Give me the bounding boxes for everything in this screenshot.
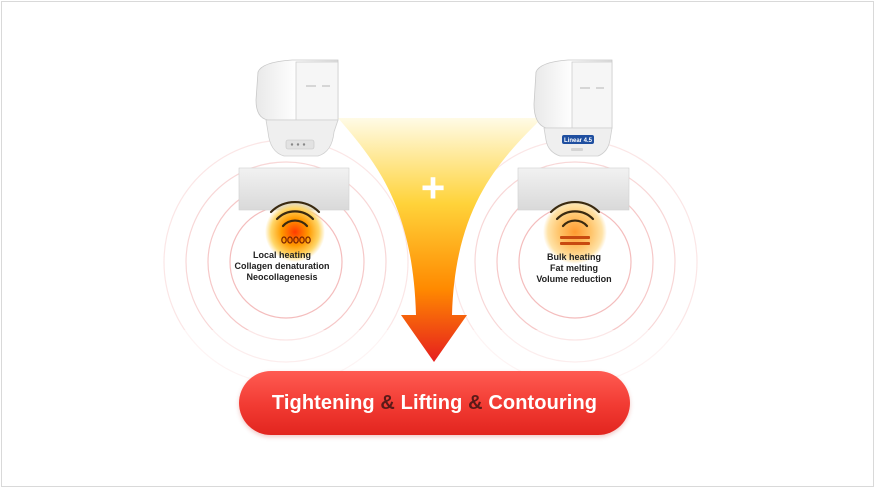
banner-word-tightening: Tightening — [271, 391, 375, 414]
left-heat-icon — [265, 201, 325, 262]
right-effect-3: Volume reduction — [536, 274, 612, 284]
right-effect-1: Bulk heating — [546, 252, 601, 262]
banner-word-lifting: Lifting — [400, 391, 463, 414]
banner-ampersand-2: & — [468, 391, 483, 414]
device-badge: Linear 4.5 — [564, 138, 593, 144]
left-effects-list: Local heating Collagen denaturation Neoc… — [222, 250, 342, 283]
right-heat-icon — [543, 200, 607, 264]
left-effect-3: Neocollagenesis — [246, 272, 318, 282]
plus-symbol: + — [421, 164, 446, 211]
result-banner: Tightening & Lifting & Contouring — [239, 371, 630, 435]
merge-arrow — [338, 118, 542, 362]
result-banner-text: Tightening & Lifting & Contouring — [272, 392, 597, 415]
banner-ampersand-1: & — [380, 391, 395, 414]
left-effect-1: Local heating — [252, 250, 311, 260]
right-effects-list: Bulk heating Fat melting Volume reductio… — [514, 252, 634, 285]
left-device — [255, 59, 339, 157]
banner-word-contouring: Contouring — [488, 391, 598, 414]
right-effect-2: Fat melting — [549, 263, 598, 273]
left-effect-2: Collagen denaturation — [234, 261, 330, 271]
right-device: Linear 4.5 — [533, 59, 613, 157]
